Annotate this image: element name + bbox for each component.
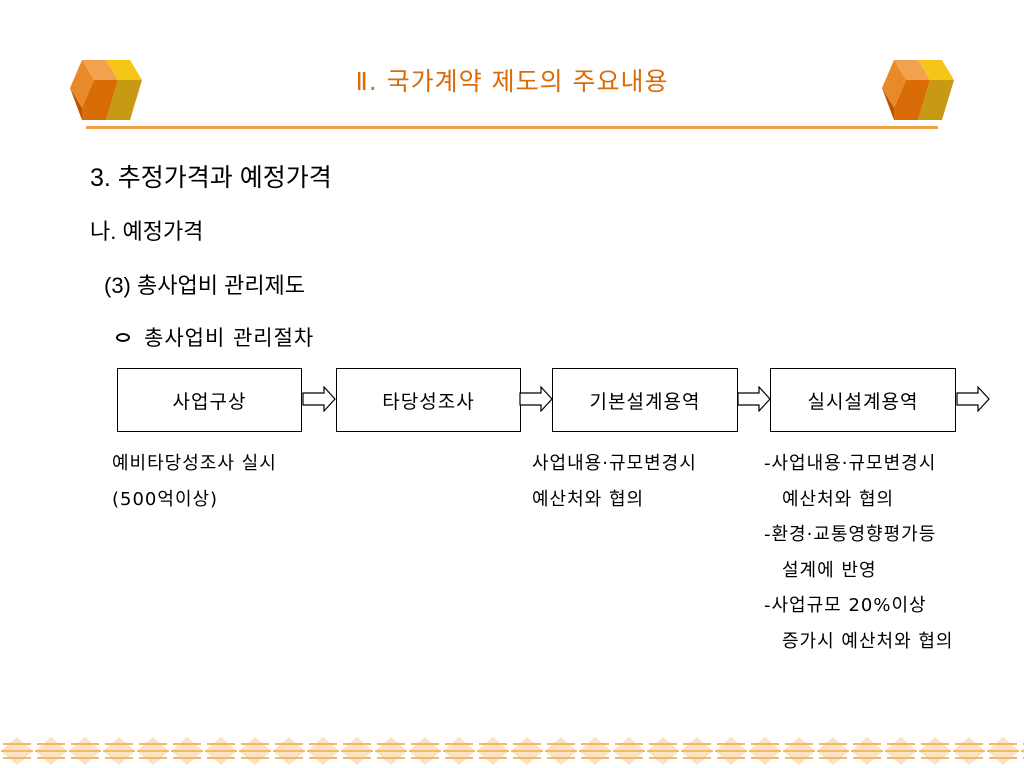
ellipse-bullet-icon [116, 332, 130, 342]
slide-title: Ⅱ. 국가계약 제도의 주요내용 [355, 67, 669, 96]
note-col-3: -사업내용·규모변경시 예산처와 협의 -환경·교통영향평가등 설계에 반영 -… [764, 446, 953, 659]
note-line: 설계에 반영 [782, 559, 877, 581]
right-arrow-icon [519, 386, 553, 412]
note-line: 예산처와 협의 [782, 488, 895, 510]
right-arrow-icon [737, 386, 771, 412]
flow-step-2: 타당성조사 [336, 368, 521, 432]
left-cube-icon [70, 60, 142, 120]
note-line: -사업규모 20%이상 [764, 595, 927, 616]
decorative-border [0, 736, 1024, 766]
right-cube-icon [882, 60, 954, 120]
item-heading: (3) 총사업비 관리제도 [104, 273, 306, 298]
note-line: (500억이상) [112, 488, 219, 510]
note-line: -환경·교통영향평가등 [764, 524, 937, 545]
note-col-2: 사업내용·규모변경시 예산처와 협의 [532, 446, 697, 517]
flow-step-3: 기본설계용역 [552, 368, 738, 432]
flow-step-1: 사업구상 [117, 368, 302, 432]
bullet-label: 총사업비 관리절차 [144, 326, 315, 350]
flow-step-4: 실시설계용역 [770, 368, 956, 432]
note-line: 예산처와 협의 [532, 488, 645, 510]
note-col-1: 예비타당성조사 실시 (500억이상) [112, 446, 277, 517]
bullet-item: 총사업비 관리절차 [116, 322, 314, 352]
right-arrow-icon [302, 386, 336, 412]
title-divider [86, 126, 938, 129]
note-line: 예비타당성조사 실시 [112, 453, 277, 474]
note-line: -사업내용·규모변경시 [764, 453, 937, 474]
right-arrow-icon [956, 386, 990, 412]
note-line: 사업내용·규모변경시 [532, 453, 697, 474]
note-line: 증가시 예산처와 협의 [782, 630, 954, 652]
section-heading: 3. 추정가격과 예정가격 [90, 164, 332, 192]
subsection-heading: 나. 예정가격 [90, 219, 204, 244]
